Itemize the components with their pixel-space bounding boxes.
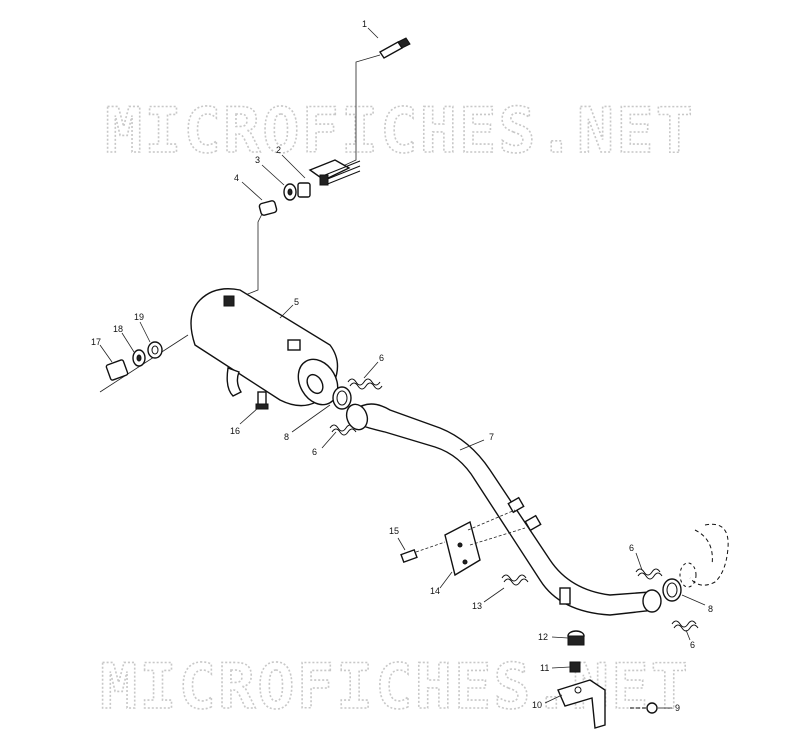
callout-9: 9 <box>675 703 680 713</box>
part-12-rubber-mount <box>567 630 585 646</box>
watermark-top: MICROFICHES.NET <box>105 94 695 167</box>
part-11-nut <box>569 661 581 673</box>
callout-7: 7 <box>489 432 494 442</box>
callout-6-lower-right: 6 <box>690 640 695 650</box>
callout-12: 12 <box>538 632 548 642</box>
part-2-bracket <box>308 159 361 186</box>
callout-16: 16 <box>230 426 240 436</box>
part-16-bolt <box>255 391 269 410</box>
part-14-bracket <box>444 520 481 577</box>
callout-6-lower-left: 6 <box>312 447 317 457</box>
callout-2: 2 <box>276 145 281 155</box>
part-19-washer <box>147 341 163 359</box>
part-4-bushing <box>258 200 278 216</box>
part-3-washer <box>283 182 311 201</box>
callout-4: 4 <box>234 173 239 183</box>
callout-8-left: 8 <box>284 432 289 442</box>
callout-11: 11 <box>540 663 549 673</box>
part-18-washer <box>132 349 146 367</box>
callout-19: 19 <box>134 312 144 322</box>
part-17-nut <box>105 359 129 381</box>
callout-17: 17 <box>91 337 101 347</box>
part-1-bolt <box>378 37 411 59</box>
part-6-spring-upper-left <box>347 378 383 390</box>
callout-3: 3 <box>255 155 260 165</box>
callout-18: 18 <box>113 324 123 334</box>
callout-6-upper-left: 6 <box>379 353 384 363</box>
part-10-bracket <box>557 679 606 729</box>
callout-1: 1 <box>362 19 367 29</box>
callout-14: 14 <box>430 586 440 596</box>
part-5-muffler <box>190 288 339 407</box>
callout-6-upper-right: 6 <box>629 543 634 553</box>
part-13-spring <box>501 574 529 586</box>
callout-5: 5 <box>294 297 299 307</box>
part-15-bolt <box>400 541 446 564</box>
engine-port-outline <box>679 523 729 588</box>
part-7-exhaust-pipe <box>345 403 662 616</box>
part-9-bolt <box>630 702 658 714</box>
callout-13: 13 <box>472 601 482 611</box>
part-6-spring-lower-right <box>671 620 699 632</box>
callout-15: 15 <box>389 526 399 536</box>
part-8-gasket-left <box>332 386 352 410</box>
part-8-gasket-right <box>662 578 682 602</box>
part-6-spring-upper-right <box>635 568 663 580</box>
callout-10: 10 <box>532 700 542 710</box>
callout-8-right: 8 <box>708 604 713 614</box>
